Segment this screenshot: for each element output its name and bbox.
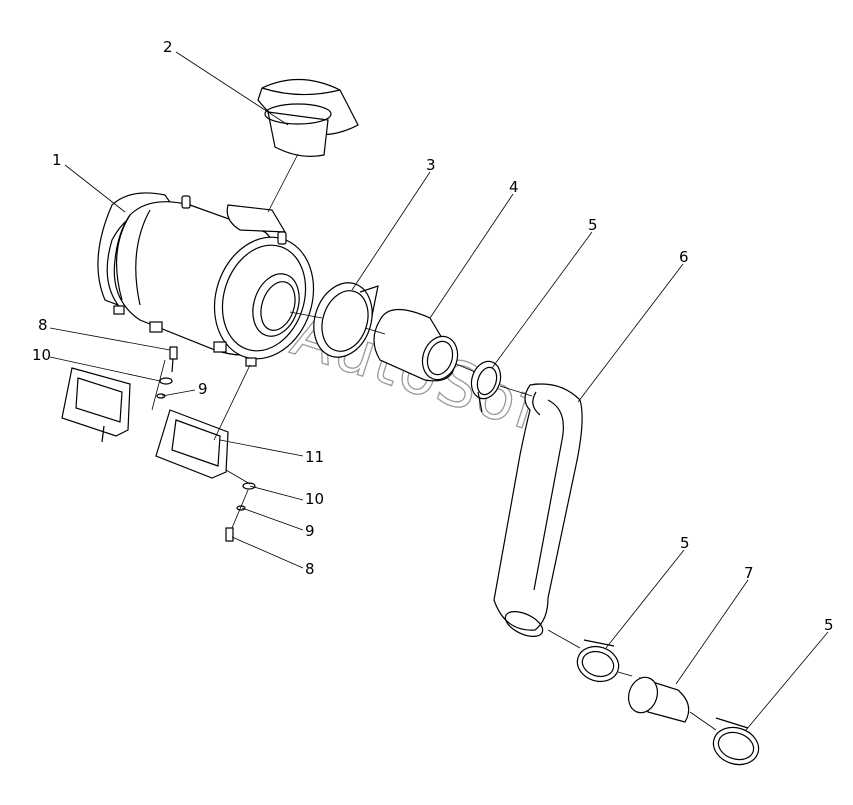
part-precleaner-cap xyxy=(257,78,359,157)
callout-9b: 9 xyxy=(305,522,315,540)
assembly-axes xyxy=(151,153,717,731)
fastener-bolt-lower xyxy=(225,527,234,542)
part-hose-clamp-upper xyxy=(470,360,502,413)
callout-5a: 5 xyxy=(588,216,598,234)
callout-10b: 10 xyxy=(305,490,324,508)
part-clamp-ring xyxy=(313,282,379,358)
part-bent-hose xyxy=(493,383,583,637)
part-mounting-bracket-11 xyxy=(155,409,229,479)
callout-2: 2 xyxy=(163,38,173,56)
part-mounting-bracket-left xyxy=(61,367,131,443)
callout-11: 11 xyxy=(305,448,324,466)
callout-8b: 8 xyxy=(305,560,315,578)
callout-3: 3 xyxy=(426,156,436,174)
callout-8a: 8 xyxy=(38,316,48,334)
callout-5c: 5 xyxy=(824,616,834,634)
callout-9a: 9 xyxy=(198,380,208,398)
leader-lines xyxy=(49,51,829,731)
part-connecting-tube xyxy=(627,676,690,723)
callout-5b: 5 xyxy=(680,534,690,552)
callout-10a: 10 xyxy=(32,346,51,364)
callouts: 2 1 3 4 5 6 8 10 9 11 10 9 8 5 7 5 xyxy=(32,38,834,634)
part-air-filter-housing xyxy=(97,192,315,367)
callout-6: 6 xyxy=(679,248,689,266)
fastener-bolt-upper xyxy=(169,346,178,373)
callout-1: 1 xyxy=(52,151,62,169)
fastener-washer-lower xyxy=(236,482,256,511)
callout-4: 4 xyxy=(509,178,519,196)
part-hose-clamp-lower xyxy=(712,717,760,766)
callout-7: 7 xyxy=(744,564,754,582)
part-hose-clamp-middle xyxy=(576,639,620,683)
part-reducer-hose xyxy=(373,308,459,382)
